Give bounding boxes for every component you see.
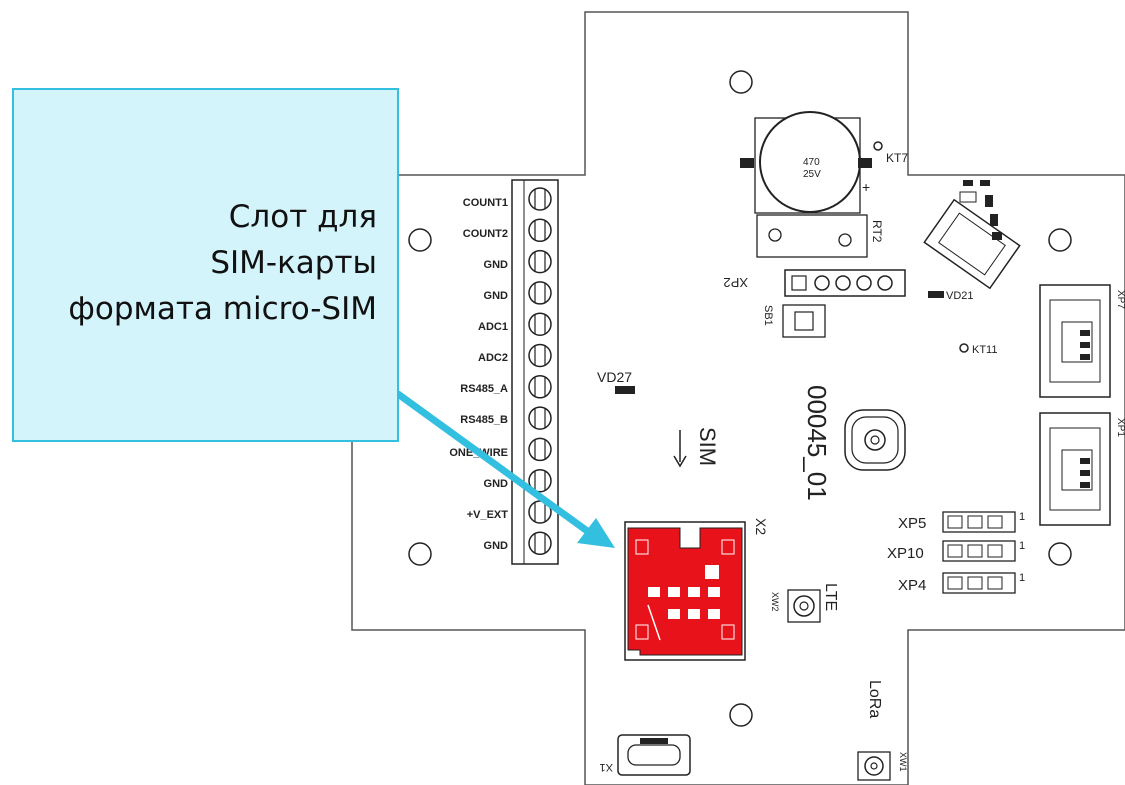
kt7-label: KT7 — [886, 151, 908, 165]
terminal-label: GND — [484, 478, 509, 490]
mount-hole-1 — [729, 70, 753, 94]
lora-connector: XW1 — [857, 751, 908, 781]
board-outline — [351, 11, 1125, 785]
terminal-block — [511, 179, 559, 565]
terminal-screw — [528, 281, 552, 305]
terminal-screw — [528, 249, 552, 274]
terminal-label: GND — [484, 290, 509, 302]
terminal-label: RS485_A — [460, 383, 508, 395]
xw2-label: XW2 — [770, 592, 780, 612]
terminal-labels: COUNT1 COUNT2 GND GND ADC1 ADC2 RS485_A … — [449, 197, 508, 552]
terminal-label: RS485_B — [460, 414, 508, 426]
mount-hole-4 — [408, 228, 432, 252]
board-id-label: 00045_01 — [802, 385, 832, 501]
mount-hole-6 — [729, 703, 753, 727]
lora-label: LoRa — [866, 680, 883, 718]
capacitor-value: 470 — [803, 157, 820, 168]
callout-box: Слот для SIM-карты формата micro-SIM — [12, 88, 399, 442]
sim-card-slot — [624, 521, 746, 661]
terminal-screw — [528, 312, 552, 336]
rt2-label: RT2 — [870, 220, 884, 243]
terminal-screw — [528, 406, 552, 430]
vd21-diode: VD21 — [923, 198, 1021, 302]
terminal-screw — [528, 187, 552, 211]
sim-slot-body — [627, 527, 743, 656]
vd27-pad — [615, 386, 635, 394]
micro-usb-connector: X1 — [600, 734, 691, 776]
sim-arrow-mark — [673, 430, 687, 468]
terminal-screw — [528, 343, 552, 368]
xp10-pin1: 1 — [1019, 540, 1025, 552]
xw-label-2: XP1 — [1115, 418, 1125, 437]
x1-label: X1 — [600, 761, 613, 773]
vd27-label: VD27 — [597, 369, 632, 385]
smd-parts — [959, 180, 1002, 240]
kt11-label: KT11 — [972, 344, 997, 356]
terminal-label: GND — [484, 259, 509, 271]
xp4-label: XP4 — [898, 577, 926, 594]
sb1-button: SB1 — [762, 304, 826, 338]
xp2-label: XP2 — [723, 275, 748, 290]
mount-hole-5 — [408, 542, 432, 566]
kt7-pad — [873, 141, 883, 151]
terminal-label: ADC2 — [478, 352, 508, 364]
callout-arrow-line — [394, 390, 594, 537]
terminal-label: ADC1 — [478, 321, 508, 333]
x2-label: X2 — [753, 518, 769, 535]
terminal-label: +V_EXT — [467, 509, 509, 521]
xw1-label: XW1 — [898, 752, 908, 772]
sb1-label: SB1 — [762, 305, 774, 326]
lte-label: LTE — [822, 583, 839, 611]
mount-hole-3 — [1048, 542, 1072, 566]
kt11-pad — [959, 343, 969, 353]
capacitor: 470 25V + — [740, 111, 872, 214]
xp5-label: XP5 — [898, 515, 926, 532]
sim-label: SIM — [695, 427, 720, 466]
xp5-pin1: 1 — [1019, 511, 1025, 523]
terminal-label: GND — [484, 540, 509, 552]
xp2-header: XP2 — [723, 269, 906, 297]
xp-headers — [942, 511, 1016, 594]
mount-hole-2 — [1048, 228, 1072, 252]
terminal-screw — [528, 531, 552, 556]
callout-arrow-head — [577, 518, 615, 548]
terminal-screw — [528, 375, 552, 399]
terminal-screws — [528, 187, 552, 556]
lte-connector: XW2 — [770, 589, 821, 623]
vd21-label: VD21 — [946, 290, 974, 302]
connector-top-right: XP7 — [1039, 284, 1125, 398]
board-logo — [844, 409, 906, 471]
callout-line-2: SIM-карты — [210, 245, 377, 281]
callout-text: Слот для SIM-карты формата micro-SIM — [68, 194, 377, 332]
terminal-screw — [528, 218, 552, 243]
rt2-component: RT2 — [756, 214, 884, 258]
xp10-label: XP10 — [887, 545, 924, 562]
callout-line-3: формата micro-SIM — [68, 291, 377, 327]
connector-mid-right: XP1 — [1039, 412, 1125, 526]
callout-line-1: Слот для — [228, 199, 377, 235]
terminal-label: COUNT1 — [463, 197, 508, 209]
terminal-label: COUNT2 — [463, 228, 508, 240]
capacitor-voltage: 25V — [803, 169, 821, 180]
xw-label-1: XP7 — [1115, 290, 1125, 309]
plus-mark: + — [862, 179, 870, 195]
terminal-screw — [528, 437, 552, 462]
xp4-pin1: 1 — [1019, 572, 1025, 584]
